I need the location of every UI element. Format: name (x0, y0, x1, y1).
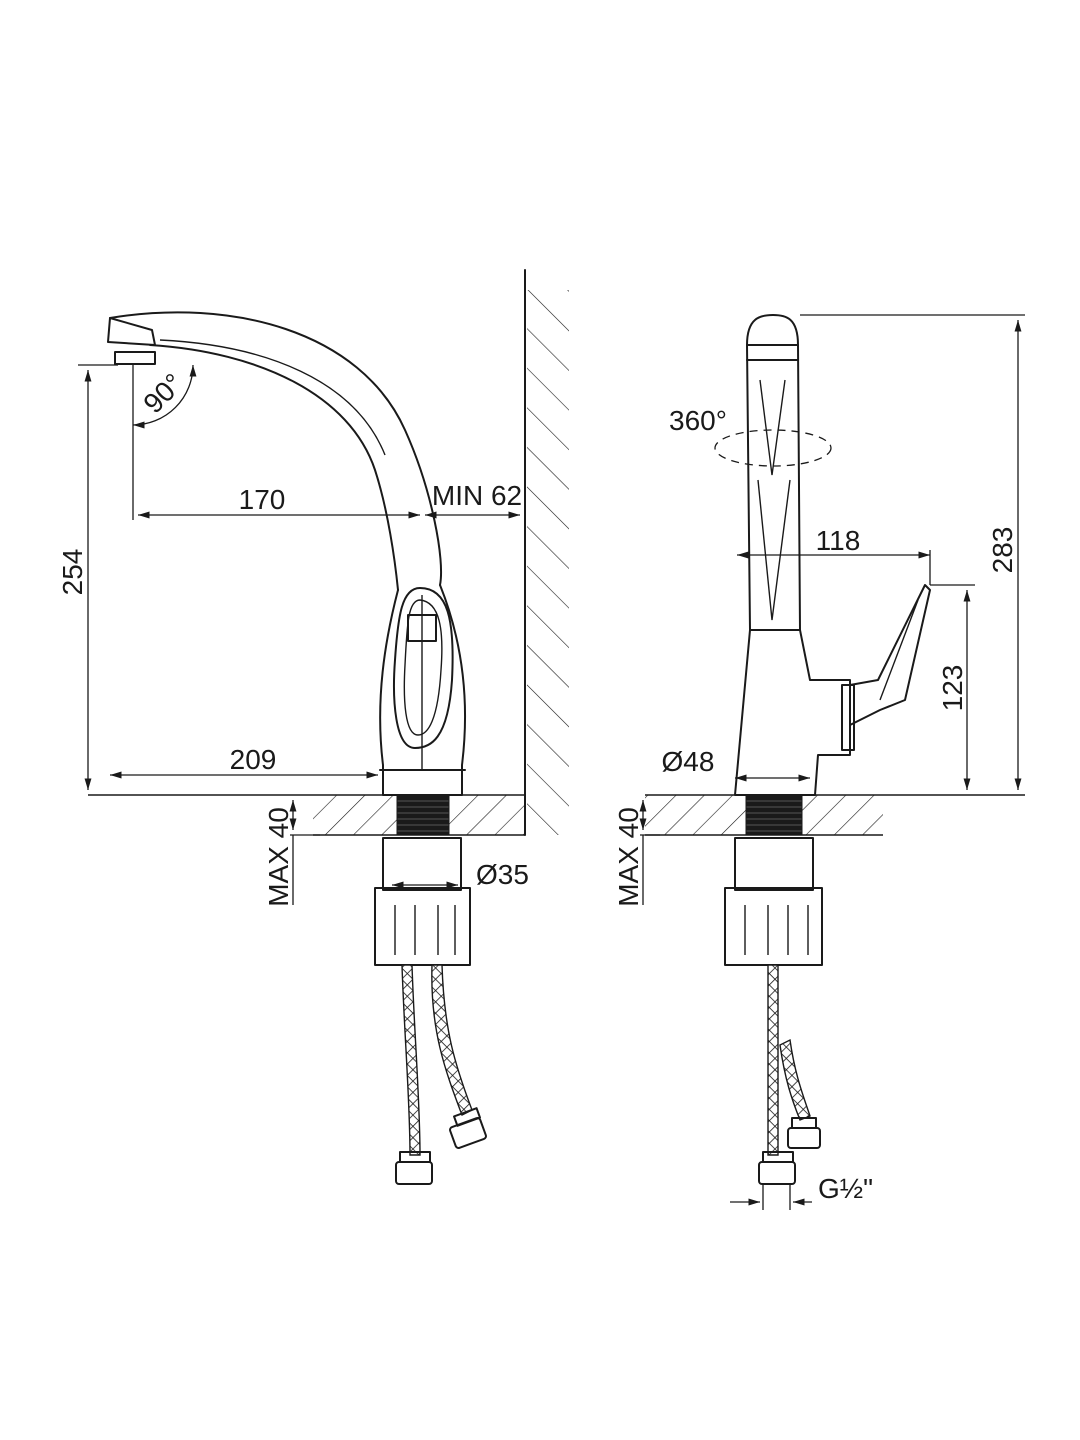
dim-max-deck-front: MAX 40 (263, 807, 294, 907)
dim-total-height: 283 (987, 527, 1018, 574)
side-view: 360° 118 283 123 Ø48 MAX 40 (613, 314, 1025, 1210)
dim-thread: G½" (818, 1173, 873, 1204)
dim-length: 209 (230, 744, 277, 775)
dim-lever-height: 123 (937, 665, 968, 712)
countertop-section (88, 794, 525, 836)
side-dimensions: 360° 118 283 123 Ø48 MAX 40 (613, 314, 1025, 1210)
dim-hole-diameter: Ø35 (476, 859, 529, 890)
wall (524, 269, 569, 836)
front-dimensions: 254 170 MIN 62 90° 209 MAX 40 Ø35 (57, 364, 529, 907)
hose-left (401, 964, 421, 1156)
hose-side-back (779, 1038, 811, 1121)
front-underside (374, 837, 487, 1185)
faucet-side (734, 314, 931, 796)
dim-reach: 170 (239, 484, 286, 515)
dim-rotation: 360° (669, 405, 727, 436)
faucet-front (107, 311, 466, 796)
dim-wall-clearance: MIN 62 (432, 480, 522, 511)
dim-spout-angle: 90° (137, 367, 189, 419)
side-underside (724, 837, 823, 1185)
hose-side-front (767, 964, 779, 1156)
threaded-shank (396, 794, 450, 836)
threaded-shank-side (745, 794, 803, 836)
dim-max-deck-side: MAX 40 (613, 807, 644, 907)
dim-base-diameter: Ø48 (662, 746, 715, 777)
hose-right (431, 964, 473, 1116)
dim-lever-depth: 118 (816, 525, 861, 556)
front-view: 254 170 MIN 62 90° 209 MAX 40 Ø35 (57, 269, 569, 1185)
dim-spout-height: 254 (57, 549, 88, 596)
countertop-section-side (645, 794, 1025, 836)
